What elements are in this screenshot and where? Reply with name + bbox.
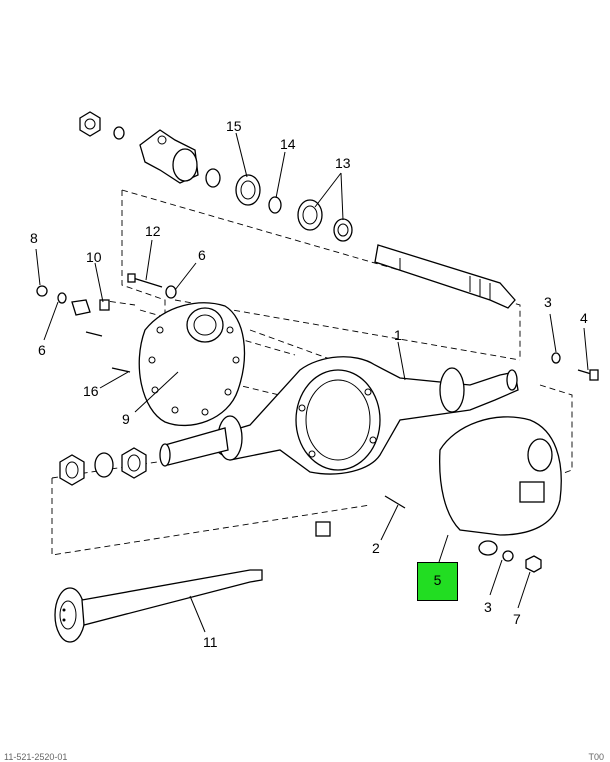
drawing-code: T00 xyxy=(588,752,604,762)
callout-13: 13 xyxy=(335,155,351,171)
callout-6-top: 6 xyxy=(198,247,206,263)
callout-8: 8 xyxy=(30,230,38,246)
callout-16: 16 xyxy=(83,383,99,399)
callout-9: 9 xyxy=(122,411,130,427)
leader-lines xyxy=(35,132,589,633)
highlighted-callout-5[interactable]: 5 xyxy=(417,562,458,601)
callout-12: 12 xyxy=(145,223,161,239)
callout-1: 1 xyxy=(394,327,402,343)
oil-seal xyxy=(235,174,261,206)
bearing-cones xyxy=(297,199,353,242)
axle-housing xyxy=(159,356,519,475)
callout-6-left: 6 xyxy=(38,342,46,358)
callout-3-bottom: 3 xyxy=(484,599,492,615)
pinion-shaft xyxy=(374,244,516,309)
callout-15: 15 xyxy=(226,118,242,134)
small-hardware xyxy=(36,273,196,379)
carrier-flange xyxy=(138,302,246,427)
highlighted-callout-label: 5 xyxy=(433,572,442,588)
differential-cover xyxy=(439,416,562,573)
spindle-nuts xyxy=(59,447,147,486)
axle-shaft xyxy=(54,569,263,643)
retaining-ring xyxy=(268,196,282,214)
callout-7: 7 xyxy=(513,611,521,627)
callout-14: 14 xyxy=(280,136,296,152)
yoke-assembly xyxy=(79,111,221,188)
callout-2: 2 xyxy=(372,540,380,556)
drawing-number: 11-521-2520-01 xyxy=(4,752,68,762)
callout-4: 4 xyxy=(580,310,588,326)
callout-3-top: 3 xyxy=(544,294,552,310)
callout-10: 10 xyxy=(86,249,102,265)
callout-labels: 1 2 3 4 3 7 8 6 6 9 10 11 12 13 14 15 16 xyxy=(30,118,588,650)
studs-plugs xyxy=(315,352,599,537)
callout-11: 11 xyxy=(203,634,218,650)
